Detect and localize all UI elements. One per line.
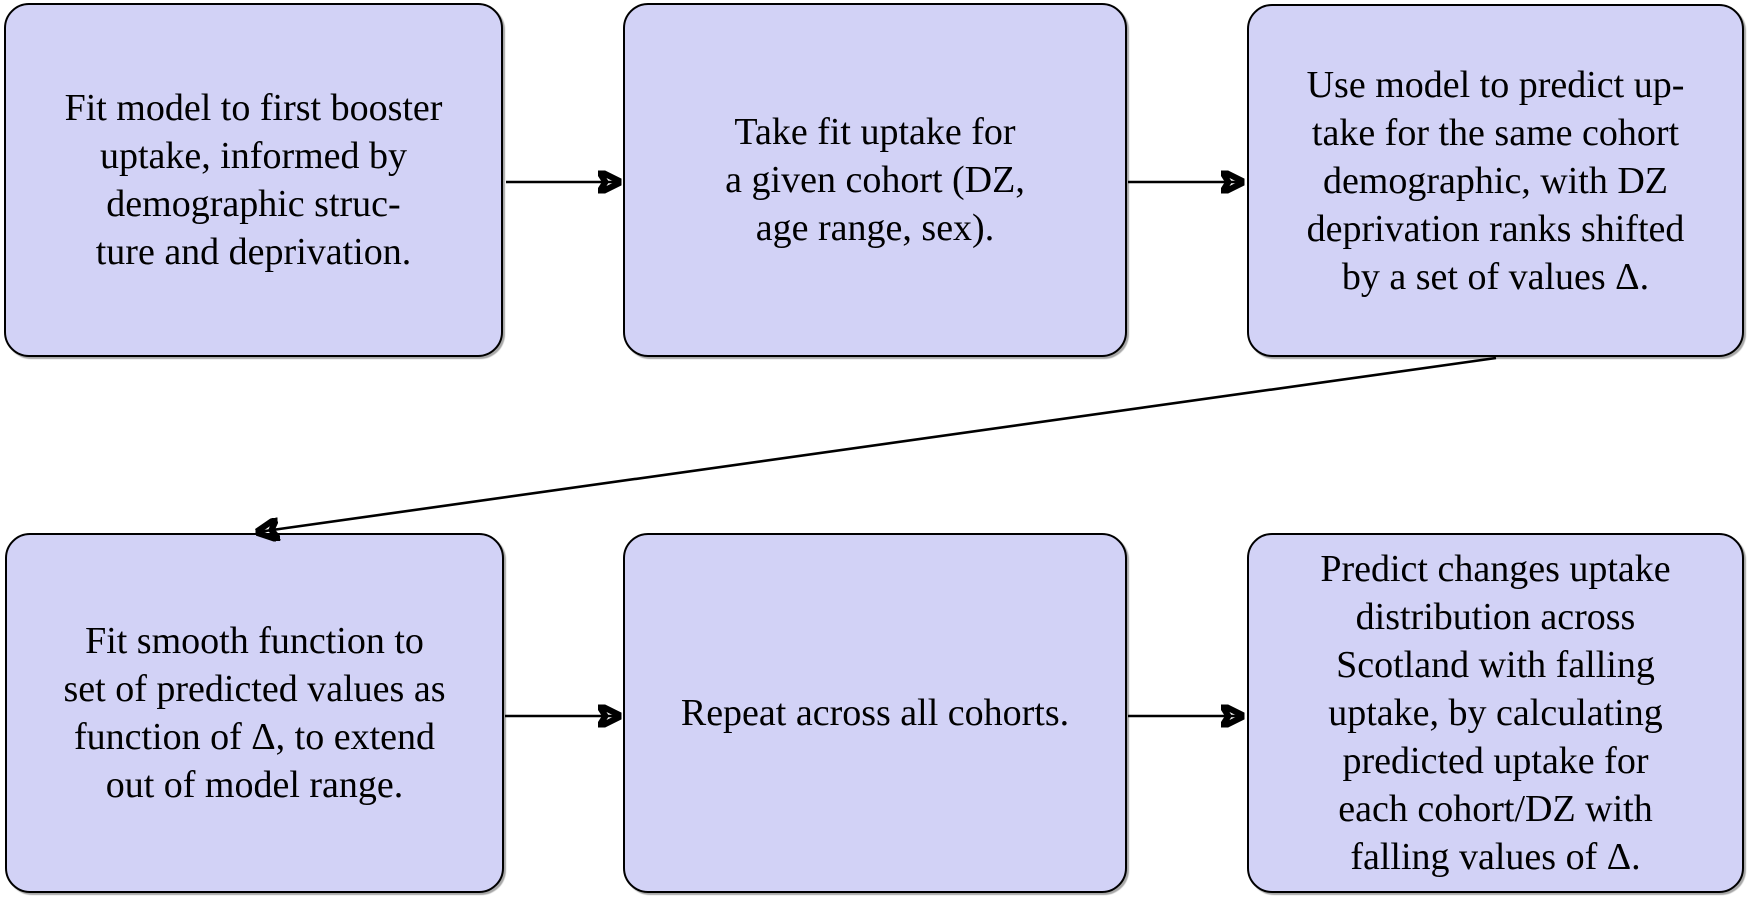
flow-box-fit-smooth-function: Fit smooth function to set of predicted …: [5, 533, 504, 893]
flow-box-repeat-cohorts: Repeat across all cohorts.: [623, 533, 1127, 893]
flow-box-predict-changes-distribution: Predict changes uptake distribution acro…: [1247, 533, 1744, 893]
arrow-predict-shifted-uptake-to-fit-smooth-function: [258, 356, 1497, 532]
flow-box-fit-model: Fit model to first booster uptake, infor…: [4, 3, 503, 357]
flow-box-predict-shifted-uptake: Use model to predict up- take for the sa…: [1247, 4, 1744, 357]
flow-box-take-fit-uptake: Take fit uptake for a given cohort (DZ, …: [623, 3, 1127, 357]
